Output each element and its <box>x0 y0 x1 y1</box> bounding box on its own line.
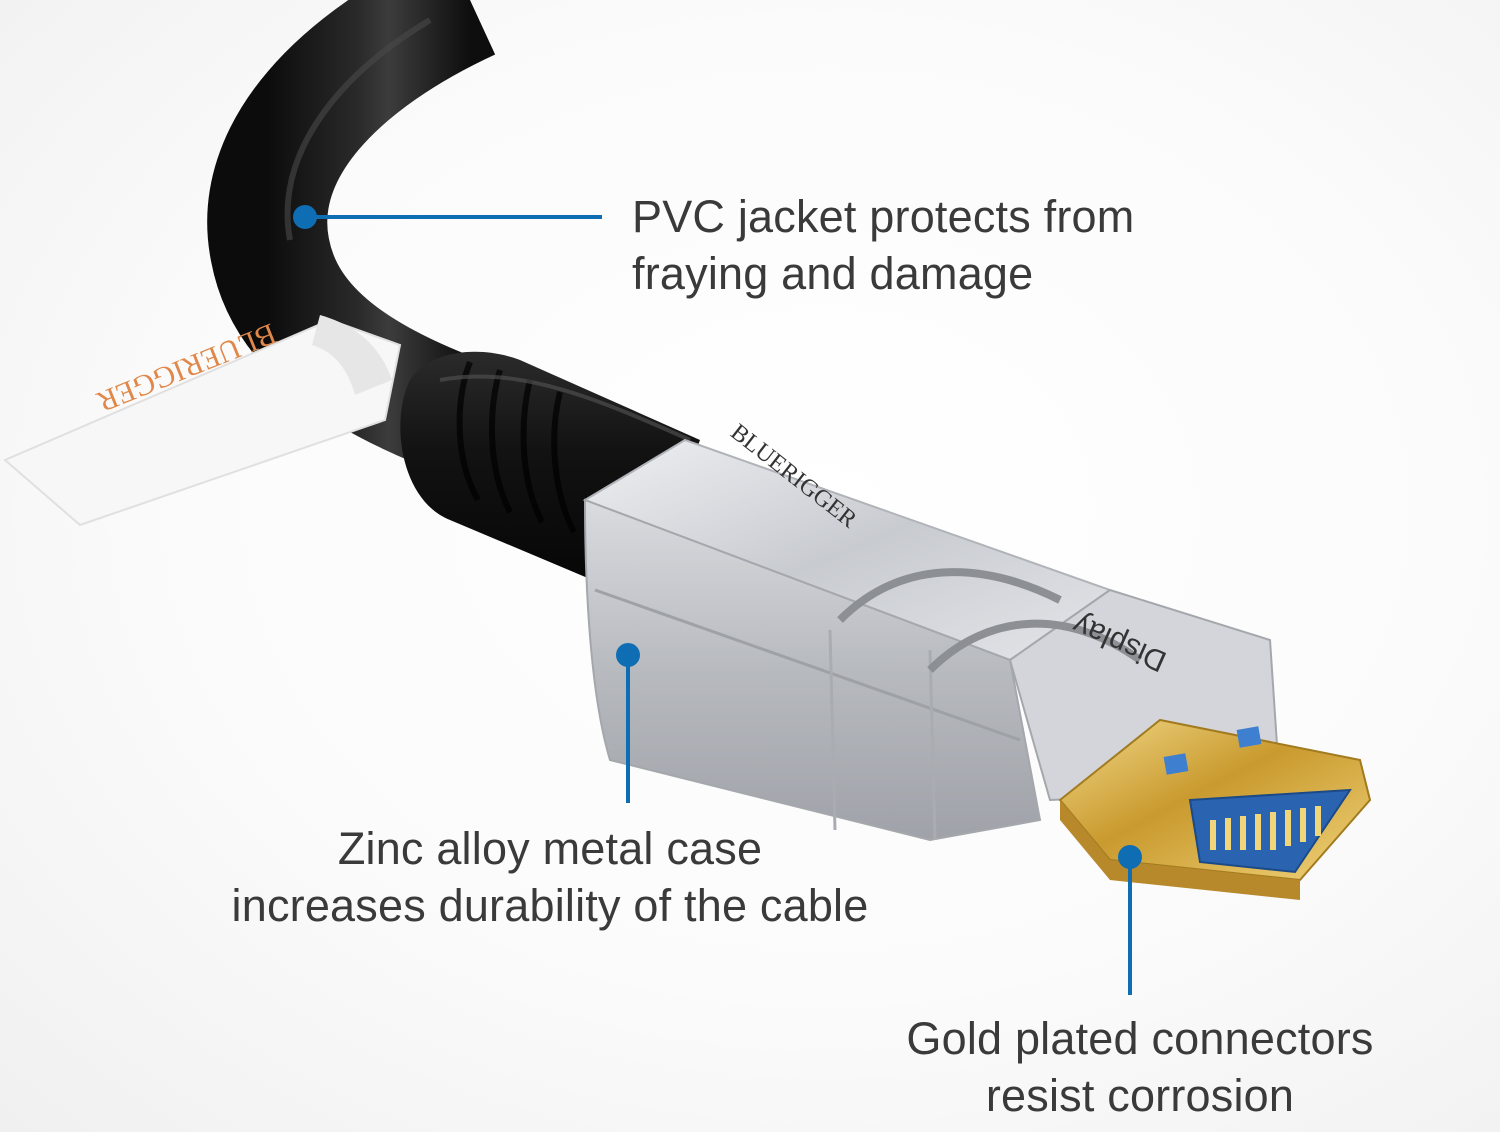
callout-pvc-text: PVC jacket protects from fraying and dam… <box>632 188 1134 302</box>
callout-gold-marker <box>1118 845 1142 995</box>
callout-pvc-marker <box>293 205 602 229</box>
callout-gold-line2: resist corrosion <box>985 1070 1295 1121</box>
gold-hdmi-plug <box>1058 718 1372 900</box>
callout-zinc-text: Zinc alloy metal case increases durabili… <box>200 820 900 934</box>
callout-gold-text: Gold plated connectors resist corrosion <box>880 1010 1400 1124</box>
cable-tag: BLUERIGGER <box>3 315 402 527</box>
callout-pvc-line2: fraying and damage <box>632 248 1034 299</box>
callout-pvc-line1: PVC jacket protects from <box>632 191 1135 242</box>
callout-zinc-line1: Zinc alloy metal case <box>337 823 763 874</box>
callout-zinc-line2: increases durability of the cable <box>231 880 869 931</box>
contact-pins <box>1210 806 1321 850</box>
callout-zinc-marker <box>616 643 640 803</box>
callout-gold-line1: Gold plated connectors <box>906 1013 1374 1064</box>
